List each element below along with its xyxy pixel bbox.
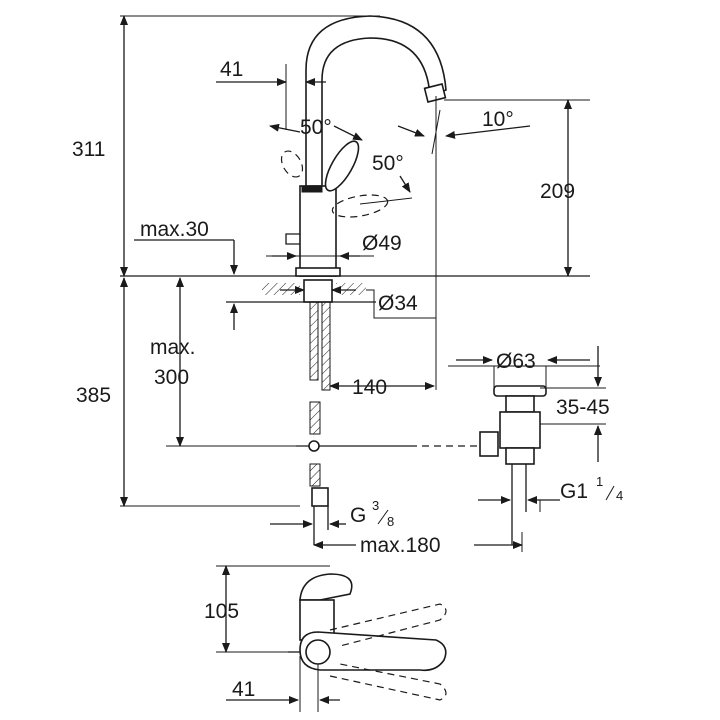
waste-neck bbox=[505, 395, 535, 413]
dim-10-ext bbox=[431, 109, 441, 155]
label-10: 10° bbox=[482, 108, 514, 131]
label-g38-den: 8 bbox=[387, 514, 394, 529]
connector-g38 bbox=[311, 487, 329, 507]
dim-10-arrow-right bbox=[445, 125, 531, 139]
hatch-left bbox=[262, 283, 300, 295]
dim-50a-right bbox=[333, 125, 363, 141]
waste-body bbox=[499, 411, 541, 449]
dim-50a-left bbox=[269, 123, 301, 133]
label-105: 105 bbox=[204, 600, 239, 623]
topview-spout-base bbox=[305, 639, 331, 665]
hose-1 bbox=[309, 301, 319, 381]
label-max: max. bbox=[150, 336, 196, 359]
label-max180: max.180 bbox=[360, 534, 441, 557]
mounting-nut bbox=[303, 279, 333, 303]
label-g38-main: G bbox=[350, 504, 366, 527]
label-41-bottom: 41 bbox=[232, 678, 255, 701]
waste-nut bbox=[505, 447, 535, 465]
label-g114-slash bbox=[605, 485, 615, 501]
label-g38-slash bbox=[377, 509, 389, 525]
label-140: 140 bbox=[352, 376, 387, 399]
spout bbox=[305, 15, 447, 187]
label-50-a: 50° bbox=[300, 116, 332, 139]
faucet-top-view bbox=[216, 565, 447, 701]
hose-4 bbox=[309, 463, 321, 487]
label-dia34: Ø34 bbox=[378, 292, 418, 315]
lever-rotated-position bbox=[331, 194, 389, 218]
label-209: 209 bbox=[540, 180, 575, 203]
dim-50b-arrow bbox=[399, 175, 411, 193]
dimension-labels: 311 41 50° 50° 10° 209 max.30 Ø49 Ø34 ma… bbox=[72, 58, 623, 701]
dimension-lines bbox=[120, 15, 606, 712]
waste-side-inlet bbox=[479, 431, 499, 457]
topview-spout-rot-down bbox=[329, 663, 447, 701]
dim-10-arrow-left bbox=[397, 125, 425, 137]
hatch-right bbox=[336, 283, 366, 295]
lever-joint bbox=[301, 185, 323, 193]
dim-50b-ext bbox=[359, 197, 413, 205]
pop-up-waste bbox=[448, 365, 600, 545]
rod-joint bbox=[308, 440, 320, 452]
waste-flange bbox=[493, 385, 547, 397]
lever-upright bbox=[324, 140, 360, 192]
label-g114-num: 1 bbox=[596, 474, 603, 489]
label-311: 311 bbox=[72, 138, 105, 161]
label-max30: max.30 bbox=[140, 218, 209, 241]
label-300: 300 bbox=[154, 366, 189, 389]
label-41-top: 41 bbox=[220, 58, 243, 81]
topview-lever bbox=[299, 573, 353, 601]
topview-spout bbox=[299, 631, 447, 672]
faucet-body bbox=[299, 185, 337, 277]
dim-34-leader bbox=[366, 289, 436, 319]
pop-up-rod-knob bbox=[285, 233, 300, 245]
label-dia63: Ø63 bbox=[496, 350, 536, 373]
base-flange bbox=[295, 267, 341, 277]
spout-tip bbox=[423, 83, 447, 103]
label-g114-main: G1 bbox=[560, 480, 588, 503]
label-dia49: Ø49 bbox=[362, 232, 402, 255]
lever-left-position bbox=[280, 150, 304, 178]
topview-spout-rot-up bbox=[329, 603, 447, 647]
label-35-45: 35-45 bbox=[556, 396, 610, 419]
label-g38-num: 3 bbox=[372, 498, 379, 513]
label-50-b: 50° bbox=[372, 152, 404, 175]
label-g114-den: 4 bbox=[616, 488, 623, 503]
label-385: 385 bbox=[76, 384, 111, 407]
hose-2 bbox=[321, 301, 331, 391]
hose-3 bbox=[309, 401, 321, 435]
faucet-front-view bbox=[120, 15, 590, 545]
